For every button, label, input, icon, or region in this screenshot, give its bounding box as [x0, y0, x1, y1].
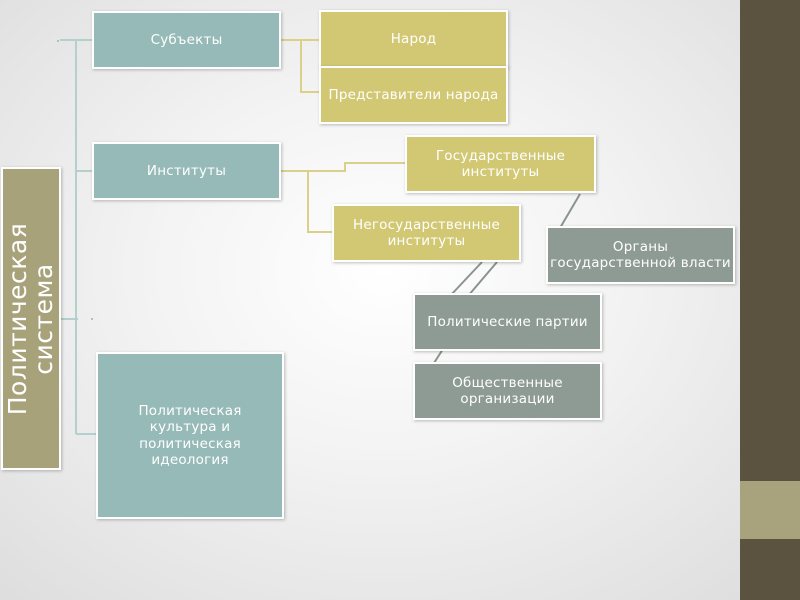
institutions-to-nonstate-connector [307, 171, 333, 233]
culture-ideology-box: Политическая культура и политическая иде… [96, 352, 284, 519]
nonstate-to-parties-connector-1 [449, 261, 483, 297]
state-institutions-box: Государственные институты [405, 135, 596, 193]
institutions-to-state-connector [281, 162, 406, 172]
public-organizations-box: Общественные организации [413, 362, 602, 420]
representatives-box: Представители народа [319, 66, 508, 124]
representatives-label: Представители народа [328, 86, 499, 103]
sidebar-accent-block [740, 481, 800, 539]
nonstate-to-organizations-connector [433, 348, 444, 364]
institutions-label: Институты [146, 162, 227, 179]
political-parties-box: Политические партии [413, 293, 602, 351]
culture-ideology-label: Политическая культура и политическая иде… [138, 402, 242, 468]
nonstate-institutions-label: Негосударственные институты [353, 216, 500, 249]
state-institutions-label: Государственные институты [435, 147, 566, 180]
state-to-bodies-connector [559, 193, 581, 229]
decorative-dot [91, 318, 93, 320]
political-system-title-box: Политическая система [1, 167, 61, 470]
public-organizations-label: Общественные организации [452, 374, 563, 407]
people-box: Народ [319, 10, 508, 68]
nonstate-institutions-box: Негосударственные институты [332, 204, 521, 262]
page-title: Политическая система [2, 222, 58, 415]
decorative-dot [57, 40, 59, 42]
political-parties-label: Политические партии [427, 313, 588, 330]
subjects-label: Субъекты [150, 31, 223, 48]
state-bodies-label: Органы государственной власти [550, 238, 731, 271]
subjects-box: Субъекты [92, 11, 281, 69]
subjects-branch-vertical [300, 40, 320, 93]
state-bodies-box: Органы государственной власти [546, 226, 735, 284]
people-label: Народ [390, 30, 437, 47]
institutions-box: Институты [92, 142, 281, 200]
nonstate-to-parties-connector-2 [467, 261, 498, 297]
